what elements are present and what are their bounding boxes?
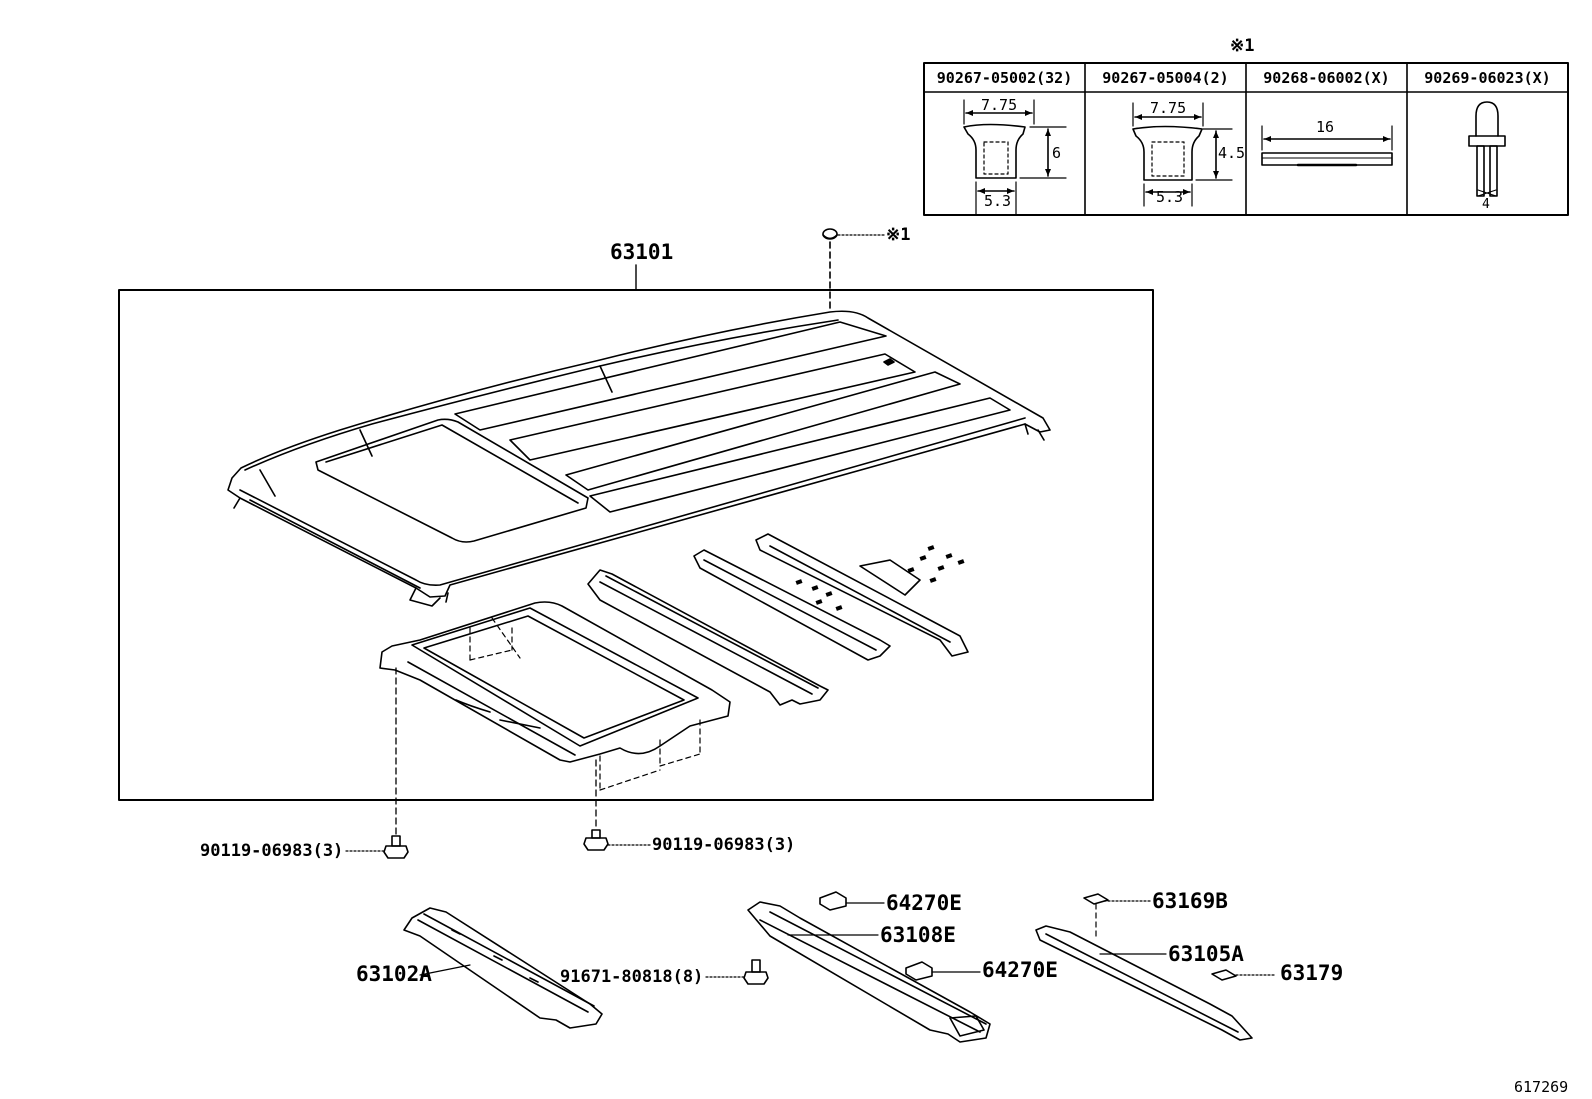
hardware-table [923, 62, 1569, 216]
dim-col4-diameter: 4 [1482, 197, 1490, 212]
callout-rail-front: 63102A [356, 962, 432, 986]
sunroof-reinforcement-frame [379, 601, 731, 791]
dim-col2-bottom: 5.3 [1156, 188, 1184, 206]
dim-col3-length: 16 [1316, 118, 1335, 136]
roof-clip-note-marker: ※1 [886, 225, 911, 245]
table-header-col2: 90267-05004(2) [1102, 69, 1229, 87]
front-rail-63102A [403, 907, 603, 1029]
table-header-col4: 90269-06023(X) [1424, 69, 1551, 87]
bracket-64270E-upper [819, 891, 885, 911]
tape-90268-06002-drawing [1261, 125, 1393, 167]
dim-col1-top: 7.75 [981, 96, 1018, 114]
center-rail-63108E [747, 901, 991, 1043]
hardware-table-title: ※1 [1230, 36, 1255, 56]
bolt-leader-lines [395, 667, 597, 837]
pad-63179 [1211, 969, 1277, 981]
roof-bow-3 [755, 533, 969, 657]
callout-bracket-lower: 64270E [982, 958, 1058, 982]
roof-bow-2 [693, 549, 891, 661]
diagram-id: 617269 [1514, 1078, 1569, 1096]
pad-63169B [1083, 893, 1151, 937]
callout-rail-center: 63108E [880, 923, 956, 947]
table-header-col3: 90268-06002(X) [1263, 69, 1390, 87]
callout-pad-lower: 63179 [1280, 961, 1344, 985]
dim-col2-top: 7.75 [1150, 99, 1187, 117]
table-header-col1: 90267-05002(32) [936, 69, 1073, 87]
callout-rail-rear: 63105A [1168, 942, 1244, 966]
dim-col1-bottom: 5.3 [984, 192, 1012, 210]
roof-panel [227, 310, 1051, 607]
callout-pad-upper: 63169B [1152, 889, 1228, 913]
roof-clip-marker [822, 228, 885, 309]
dim-col2-height: 4.5 [1218, 144, 1246, 162]
main-part-number: 63101 [610, 240, 674, 264]
callout-bracket-upper: 64270E [886, 891, 962, 915]
callout-bolt-right: 90119-06983(3) [652, 835, 796, 855]
bolt-91671 [705, 959, 769, 985]
callout-bolt-rail: 91671-80818(8) [560, 967, 704, 987]
callout-bolt-left: 90119-06983(3) [200, 841, 344, 861]
rear-rail-63105A [1035, 925, 1253, 1041]
dim-col1-height: 6 [1052, 144, 1062, 162]
rivet-cluster [795, 545, 965, 611]
bolt-left [345, 835, 409, 859]
roof-bow-1 [587, 569, 829, 706]
bracket-64270E-lower [905, 961, 981, 981]
roof-assembly-frame [118, 264, 1154, 801]
clip-90267-05002-drawing [963, 99, 1067, 215]
rivet-90269-06023-drawing [1468, 101, 1506, 197]
clip-90267-05004-drawing [1132, 102, 1233, 207]
bolt-right [583, 829, 651, 851]
